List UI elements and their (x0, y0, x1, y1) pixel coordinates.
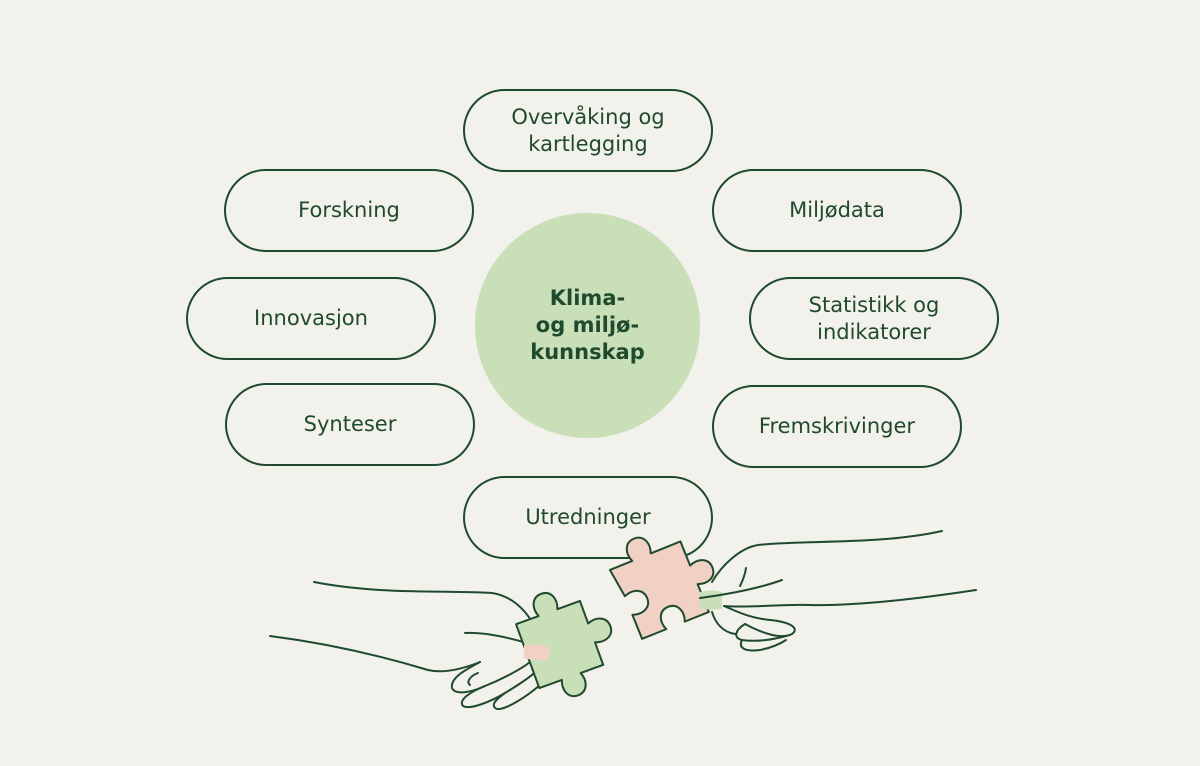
node-miljodata: Miljødata (712, 169, 962, 252)
center-label: Klima- og miljø- kunnskap (530, 286, 645, 364)
right-arm-upper-line (711, 530, 943, 583)
node-forskning: Forskning (224, 169, 474, 252)
node-synteser: Synteser (225, 383, 475, 466)
node-label: Statistikk og indikatorer (808, 292, 940, 344)
node-utredninger: Utredninger (463, 476, 713, 559)
node-overvaking: Overvåking og kartlegging (463, 89, 713, 172)
node-label: Innovasjon (254, 306, 368, 330)
left-finger-3 (492, 684, 541, 711)
node-label: Miljødata (789, 198, 885, 222)
left-arm-lower-line (269, 635, 481, 673)
right-finger-1 (739, 567, 747, 587)
node-label: Overvåking og kartlegging (511, 104, 665, 156)
center-circle: Klima- og miljø- kunnskap (475, 213, 700, 438)
node-statistikk: Statistikk og indikatorer (749, 277, 999, 360)
right-finger-5 (711, 611, 736, 635)
node-label: Forskning (298, 198, 400, 222)
node-label: Fremskrivinger (758, 414, 916, 438)
node-innovasjon: Innovasjon (186, 277, 436, 360)
pink-puzzle-piece (608, 536, 715, 640)
right-thumb (699, 579, 783, 599)
left-thumb-tip (524, 644, 550, 661)
right-finger-4 (740, 639, 787, 652)
node-label: Utredninger (525, 505, 651, 529)
left-arm-upper-line (313, 581, 533, 623)
left-finger-1 (450, 661, 531, 694)
node-fremskrivinger: Fremskrivinger (712, 385, 962, 468)
left-finger-2 (460, 667, 541, 708)
green-puzzle-piece (515, 592, 613, 698)
right-finger-2 (723, 605, 796, 638)
right-thumb-tip (700, 590, 722, 610)
right-arm-lower-line (723, 589, 977, 608)
left-finger-4 (467, 672, 479, 686)
node-label: Synteser (303, 412, 397, 436)
